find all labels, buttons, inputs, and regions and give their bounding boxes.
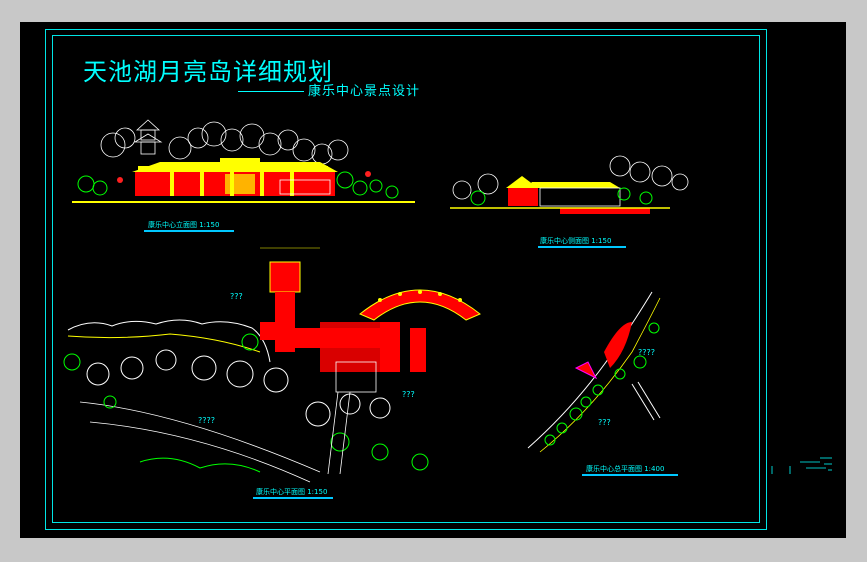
caption-side-elevation: 康乐中心侧面图 1:150 — [540, 237, 612, 245]
caption-plan: 康乐中心平面图 1:150 — [256, 488, 328, 496]
front-elevation — [72, 119, 415, 203]
drawing-graphics — [63, 119, 832, 483]
drawing-title: 天池湖月亮岛详细规划 — [83, 58, 333, 86]
drawing-sheet: 天池湖月亮岛详细规划 康乐中心景点设计 康乐中心立面图 1:150 康乐中心侧面… — [20, 22, 846, 538]
caption-site-plan: 康乐中心总平面图 1:400 — [586, 465, 665, 473]
inner-border — [52, 35, 760, 523]
drawing-subtitle: 康乐中心景点设计 — [308, 84, 421, 99]
label-unknown: ??? — [402, 390, 415, 399]
side-elevation — [450, 155, 689, 214]
caption-front-elevation: 康乐中心立面图 1:150 — [148, 221, 220, 229]
label-unknown: ???? — [638, 348, 655, 357]
outer-border — [45, 29, 767, 530]
caption-underline — [538, 246, 626, 248]
site-plan — [527, 291, 661, 453]
label-unknown: ??? — [598, 418, 611, 427]
label-unknown: ??? — [230, 292, 243, 301]
plan-view — [63, 247, 481, 483]
title-block — [771, 457, 832, 474]
subtitle-rule — [238, 91, 304, 92]
label-unknown: ???? — [198, 416, 215, 425]
caption-underline — [253, 497, 333, 499]
caption-underline — [144, 230, 234, 232]
caption-underline — [582, 474, 678, 476]
